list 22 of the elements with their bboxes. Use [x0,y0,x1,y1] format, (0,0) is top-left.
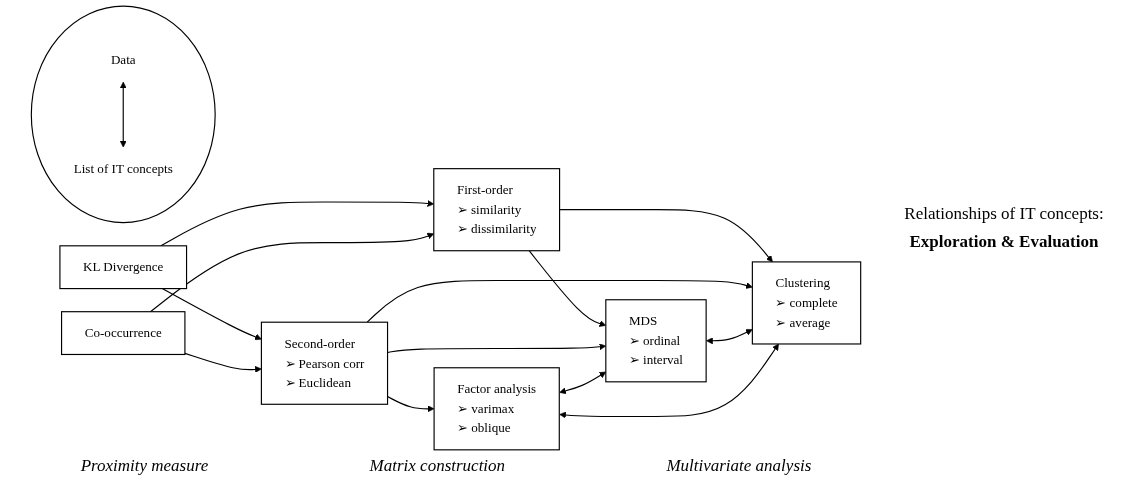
node-box: Factor analysis ➢ varimax ➢ oblique [433,367,560,451]
node-box: First-order ➢ similarity ➢ dissimilarity [433,168,561,252]
arrow [184,352,262,373]
bold-note: Exploration & Evaluation [908,232,1100,252]
arrow [119,81,127,148]
cluster [30,5,216,224]
stage-label: Proximity measure [80,456,209,477]
node-box: Second-order ➢ Pearson corr ➢ Euclidean [260,321,389,405]
node-box: MDS ➢ ordinal ➢ interval [605,299,707,383]
node-text: Data [110,52,136,68]
node-box: Clustering ➢ complete ➢ average [751,261,862,345]
arrow [559,209,773,263]
arrow [706,329,753,345]
arrow [366,279,753,323]
node-box: KL Divergence [59,245,188,290]
node-box: Co-occurrence [61,311,186,356]
arrow [161,288,262,341]
stage-label: Multivariate analysis [666,456,812,477]
arrow [559,343,779,419]
note-text: Relationships of IT concepts: [903,204,1105,224]
stage-label: Matrix construction [369,456,506,477]
node-text: List of IT concepts [73,161,173,176]
